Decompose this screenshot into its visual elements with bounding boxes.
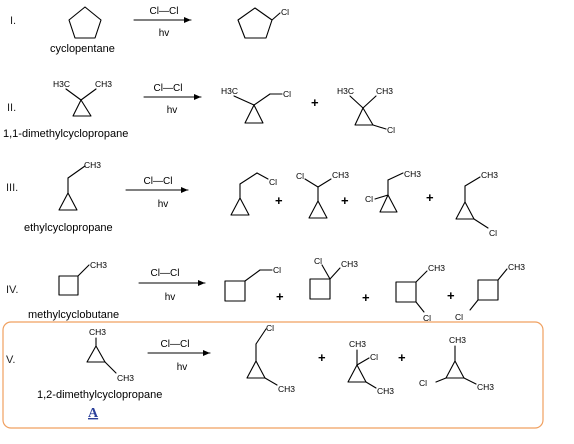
compound-label-a: A <box>88 406 99 421</box>
svg-text:CH3: CH3 <box>428 263 445 273</box>
reaction-label-ii: II. <box>7 102 16 114</box>
svg-text:Cl: Cl <box>273 265 281 275</box>
plus-sign-iii-1: + <box>275 193 283 208</box>
svg-text:hv: hv <box>158 199 169 210</box>
svg-text:Cl: Cl <box>296 171 304 181</box>
svg-text:Cl—Cl: Cl—Cl <box>154 83 183 94</box>
plus-sign-iii-3: + <box>426 190 434 205</box>
reagent-arrow-iv: Cl—Cl hv <box>138 268 206 303</box>
svg-text:CH3: CH3 <box>477 382 494 392</box>
plus-sign-iv-1: + <box>276 289 284 304</box>
svg-text:CH3: CH3 <box>404 169 421 179</box>
svg-text:CH3: CH3 <box>377 386 394 396</box>
structure-product-iv-c: CH3 Cl <box>395 263 445 323</box>
svg-text:CH3: CH3 <box>84 160 101 170</box>
svg-text:Cl: Cl <box>314 256 322 266</box>
svg-text:CH3: CH3 <box>332 170 349 180</box>
svg-text:CH3: CH3 <box>117 373 134 383</box>
svg-text:CH3: CH3 <box>481 170 498 180</box>
highlight-box-reaction-v <box>2 321 544 429</box>
svg-text:Cl: Cl <box>387 125 395 135</box>
reactant-name-iii: ethylcyclopropane <box>24 222 113 234</box>
plus-sign-iv-3: + <box>447 288 455 303</box>
svg-text:Cl: Cl <box>283 89 291 99</box>
reagent-arrow-iii: Cl—Cl hv <box>125 176 189 210</box>
reaction-label-iii: III. <box>6 182 18 194</box>
svg-text:H3C: H3C <box>53 79 70 89</box>
structure-1-1-dimethylcyclopropane: H3C CH3 <box>53 79 112 117</box>
structure-product-iii-d: CH3 Cl <box>455 170 498 238</box>
svg-text:CH3: CH3 <box>376 86 393 96</box>
svg-text:Cl: Cl <box>281 7 289 17</box>
svg-text:Cl: Cl <box>269 177 277 187</box>
svg-text:Cl: Cl <box>370 352 378 362</box>
svg-text:hv: hv <box>177 362 188 373</box>
reagent-arrow-ii: Cl—Cl hv <box>143 83 202 116</box>
structure-product-v-c: CH3 Cl CH3 <box>419 335 494 392</box>
plus-sign-iii-2: + <box>341 193 349 208</box>
svg-text:CH3: CH3 <box>278 384 295 394</box>
structure-product-iii-c: Cl CH3 <box>365 169 421 213</box>
plus-sign-ii-1: + <box>311 95 319 110</box>
structure-product-ii-a: H3C Cl <box>221 86 291 124</box>
svg-text:Cl—Cl: Cl—Cl <box>150 6 179 17</box>
svg-text:hv: hv <box>159 28 170 39</box>
svg-text:CH3: CH3 <box>89 327 106 337</box>
structure-product-ii-b: H3C CH3 Cl <box>337 86 395 135</box>
structure-cyclopentane <box>68 6 102 39</box>
svg-text:Cl: Cl <box>365 194 373 204</box>
structure-product-iv-a: Cl <box>224 265 281 302</box>
reagent-arrow-v: Cl—Cl hv <box>147 339 211 373</box>
svg-text:Cl: Cl <box>489 228 497 238</box>
plus-sign-v-2: + <box>398 350 406 365</box>
structure-product-iii-b: Cl CH3 <box>296 170 349 219</box>
structure-chlorocyclopentane: Cl <box>237 7 289 39</box>
svg-text:hv: hv <box>165 292 176 303</box>
svg-text:CH3: CH3 <box>449 335 466 345</box>
svg-text:Cl: Cl <box>266 323 274 333</box>
svg-text:Cl: Cl <box>419 378 427 388</box>
structure-methylcyclobutane: CH3 <box>58 260 107 296</box>
svg-text:Cl: Cl <box>423 313 431 323</box>
svg-text:CH3: CH3 <box>349 339 366 349</box>
structure-product-iii-a: Cl <box>230 172 277 216</box>
reactant-name-ii: 1,1-dimethylcyclopropane <box>3 128 128 140</box>
structure-product-v-b: CH3 Cl CH3 <box>347 339 394 396</box>
reaction-label-i: I. <box>10 15 16 27</box>
svg-text:Cl: Cl <box>455 312 463 322</box>
svg-text:H3C: H3C <box>337 86 354 96</box>
structure-product-iv-d: CH3 Cl <box>455 262 525 322</box>
reactant-name-v: 1,2-dimethylcyclopropane <box>37 389 162 401</box>
reactant-name-i: cyclopentane <box>50 43 115 55</box>
svg-text:Cl—Cl: Cl—Cl <box>144 176 173 187</box>
structure-product-v-a: Cl CH3 <box>246 323 295 394</box>
svg-text:CH3: CH3 <box>95 79 112 89</box>
plus-sign-v-1: + <box>318 350 326 365</box>
reaction-label-v: V. <box>6 354 15 366</box>
reactant-name-iv: methylcyclobutane <box>28 309 119 321</box>
structure-ethylcyclopropane: CH3 <box>58 160 101 211</box>
svg-text:CH3: CH3 <box>508 262 525 272</box>
svg-text:CH3: CH3 <box>90 260 107 270</box>
svg-text:Cl—Cl: Cl—Cl <box>161 339 190 350</box>
plus-sign-iv-2: + <box>362 290 370 305</box>
structure-1-2-dimethylcyclopropane: CH3 CH3 <box>86 327 134 383</box>
svg-text:CH3: CH3 <box>341 259 358 269</box>
svg-text:hv: hv <box>167 105 178 116</box>
reaction-label-iv: IV. <box>6 284 18 296</box>
svg-text:H3C: H3C <box>221 86 238 96</box>
svg-text:Cl—Cl: Cl—Cl <box>151 268 180 279</box>
structure-product-iv-b: Cl CH3 <box>309 256 358 300</box>
reagent-arrow-i: Cl—Cl hv <box>133 6 192 39</box>
